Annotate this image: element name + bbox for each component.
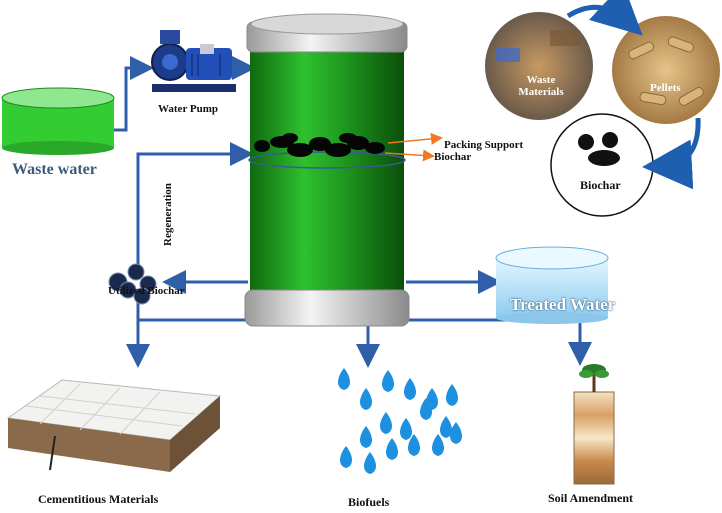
droplet-icon xyxy=(382,370,394,392)
packed-biochar xyxy=(254,133,385,157)
droplet-icon xyxy=(360,388,372,410)
biochar-arrow-label: Biochar xyxy=(434,151,472,163)
biochar-circle xyxy=(550,113,654,217)
soil-amendment-label: Soil Amendment xyxy=(548,491,634,505)
treated-water-tank xyxy=(495,246,609,324)
cementitious-slab xyxy=(6,379,222,472)
water-pump-icon xyxy=(151,30,236,92)
biofuels-label: Biofuels xyxy=(348,495,390,509)
waste-materials-circle xyxy=(485,12,593,120)
droplet-icon xyxy=(340,446,352,468)
pellets-circle xyxy=(612,16,720,124)
utilized-biochar-icon xyxy=(108,263,157,305)
droplet-icon xyxy=(380,412,392,434)
droplet-icon xyxy=(360,426,372,448)
waste-water-tank xyxy=(1,87,115,155)
treated-water-label: Treated Water xyxy=(510,295,616,314)
biofuel-droplets xyxy=(338,368,462,474)
water-pump-label: Water Pump xyxy=(158,103,218,115)
label-arrows xyxy=(384,132,443,162)
biochar-cycle-label: Biochar xyxy=(580,178,621,192)
waste-materials-label: Waste Materials xyxy=(518,74,564,98)
droplet-icon xyxy=(364,452,376,474)
droplet-icon xyxy=(386,438,398,460)
droplet-icon xyxy=(404,378,416,400)
droplet-icon xyxy=(446,384,458,406)
droplet-icon xyxy=(400,418,412,440)
cementitious-materials-label: Cementitious Materials xyxy=(38,492,159,506)
soil-column xyxy=(573,364,615,485)
droplet-icon xyxy=(450,422,462,444)
droplet-icon xyxy=(432,434,444,456)
waste-water-label: Waste water xyxy=(12,161,97,178)
droplet-icon xyxy=(420,398,432,420)
droplet-icon xyxy=(440,416,452,438)
biochar-column xyxy=(244,13,410,327)
regeneration-label: Regeneration xyxy=(162,183,174,246)
droplet-icon xyxy=(338,368,350,390)
droplet-icon xyxy=(408,434,420,456)
utilized-biochar-label: Utilized Biochar xyxy=(108,285,185,297)
cycle-arrows xyxy=(566,0,701,190)
packing-support-label: Packing Support xyxy=(444,139,524,151)
pellets-label: Pellets xyxy=(650,82,681,94)
